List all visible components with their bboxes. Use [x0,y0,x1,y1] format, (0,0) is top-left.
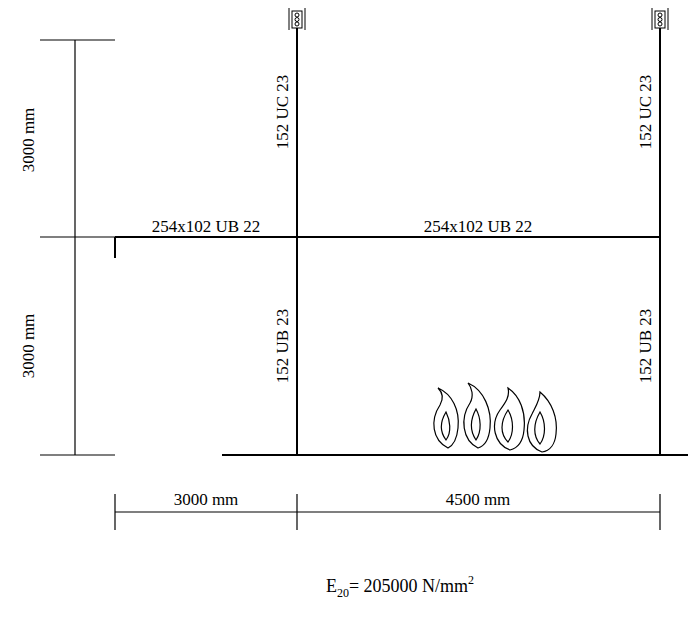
dimension-text: 4500 mm [446,491,511,508]
dimension-text: 3000 mm [20,108,37,173]
extension-line [40,39,115,40]
member-label: 152 UC 23 [274,75,291,150]
modulus-symbol: E [326,576,337,596]
ground-line [222,454,688,456]
roller-support [652,8,668,30]
modulus-exponent: 2 [468,573,474,587]
member-label: 254x102 UB 22 [152,218,261,235]
extension-line [659,494,660,530]
modulus-note: E20= 205000 N/mm2 [326,574,474,599]
member-label: 254x102 UB 22 [424,218,533,235]
dimension-text: 3000 mm [20,314,37,379]
roller-support [289,8,305,30]
beam-stub [114,237,116,258]
extension-line [296,494,297,530]
member-label: 152 UC 23 [637,75,654,150]
beam [115,236,660,238]
extension-line [114,494,115,530]
dimension-line [74,40,75,455]
member-label: 152 UB 23 [637,309,654,384]
fire-symbol [434,383,556,452]
dimension-text: 3000 mm [174,491,239,508]
member-label: 152 UB 23 [274,309,291,384]
dimension-line [115,511,660,512]
extension-line [40,454,115,455]
modulus-subscript: 20 [337,586,349,600]
extension-line [40,236,115,237]
modulus-value: = 205000 N/mm [349,576,468,596]
